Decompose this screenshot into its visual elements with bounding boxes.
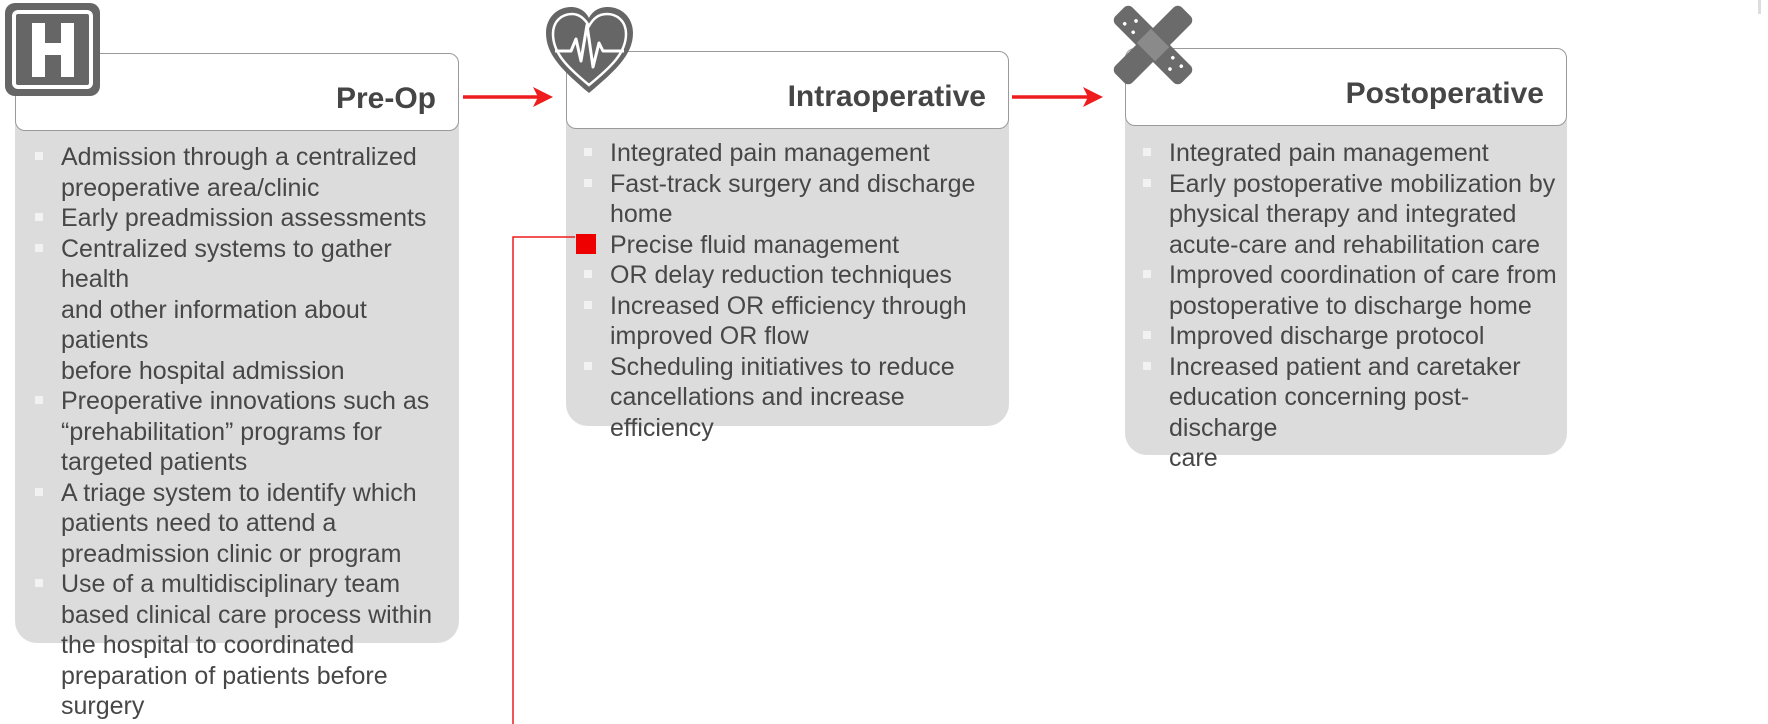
- intraop-title: Intraoperative: [787, 80, 986, 113]
- postop-title: Postoperative: [1345, 77, 1544, 110]
- list-item: Preoperative innovations such as“prehabi…: [27, 386, 452, 478]
- list-item: Early preadmission assessments: [27, 203, 452, 234]
- preop-title: Pre-Op: [335, 82, 436, 115]
- line: OR delay reduction techniques: [610, 261, 952, 289]
- line: patients need to attend a: [61, 509, 337, 537]
- line: “prehabilitation” programs for: [61, 417, 382, 446]
- line: Admission through a centralized: [61, 143, 417, 171]
- line: Improved discharge protocol: [1169, 322, 1485, 350]
- hospital-h-icon: [5, 3, 100, 96]
- line: targeted patients: [61, 448, 248, 476]
- line: education concerning post-discharge: [1169, 383, 1470, 442]
- line: improved OR flow: [610, 322, 809, 350]
- bandage-icon: [1110, 2, 1196, 88]
- line: Fast-track surgery and discharge: [610, 169, 976, 198]
- corner-mark: [1758, 0, 1761, 14]
- list-item: Improved discharge protocol: [1135, 321, 1560, 352]
- line: preadmission clinic or program: [61, 539, 402, 568]
- line: Increased OR efficiency through: [610, 291, 967, 320]
- line: A triage system to identify which: [61, 478, 417, 507]
- line: Early postoperative mobilization by: [1169, 169, 1556, 198]
- line: cancellations and increase efficiency: [610, 383, 905, 442]
- line: acute-care and rehabilitation care: [1169, 230, 1541, 259]
- line: the hospital to coordinated: [61, 631, 355, 659]
- heart-pulse-icon: [543, 5, 636, 95]
- intraop-list: Integrated pain management Fast-track su…: [576, 138, 1001, 443]
- line: Centralized systems to gather health: [61, 234, 392, 294]
- line: Integrated pain management: [610, 139, 930, 167]
- line: surgery: [61, 692, 145, 720]
- line: and other information about patients: [61, 295, 367, 355]
- line: Early preadmission assessments: [61, 204, 427, 232]
- callout-line: [512, 236, 575, 724]
- highlight-marker: [576, 233, 596, 254]
- line: Scheduling initiatives to reduce: [610, 352, 955, 381]
- line: based clinical care process within: [61, 600, 433, 629]
- line: Precise fluid management: [610, 230, 900, 259]
- intraop-card: [566, 98, 1009, 426]
- line: preparation of patients before: [61, 661, 388, 690]
- arrow-preop-to-intraop: [463, 87, 553, 107]
- line: Integrated pain management: [1169, 139, 1489, 167]
- list-item: Integrated pain management: [576, 138, 1001, 169]
- list-item: OR delay reduction techniques: [576, 260, 1001, 291]
- list-item-highlighted: Precise fluid management: [576, 230, 1001, 261]
- line: physical therapy and integrated: [1169, 200, 1517, 228]
- line: home: [610, 200, 673, 228]
- line: Improved coordination of care from: [1169, 261, 1557, 289]
- preop-card: [15, 100, 459, 643]
- postop-header: Postoperative: [1125, 48, 1567, 126]
- postop-list: Integrated pain management Early postope…: [1135, 138, 1560, 474]
- line: Increased patient and caretaker: [1169, 352, 1521, 381]
- line: postoperative to discharge home: [1169, 291, 1532, 320]
- line: Preoperative innovations such as: [61, 387, 430, 415]
- line: care: [1169, 444, 1218, 472]
- list-item: Integrated pain management: [1135, 138, 1560, 169]
- intraop-header: Intraoperative: [566, 51, 1009, 129]
- line: preoperative area/clinic: [61, 173, 320, 202]
- line: before hospital admission: [61, 356, 345, 385]
- line: Use of a multidisciplinary team: [61, 570, 401, 598]
- postop-card: [1125, 98, 1567, 455]
- arrow-intraop-to-postop: [1012, 87, 1103, 107]
